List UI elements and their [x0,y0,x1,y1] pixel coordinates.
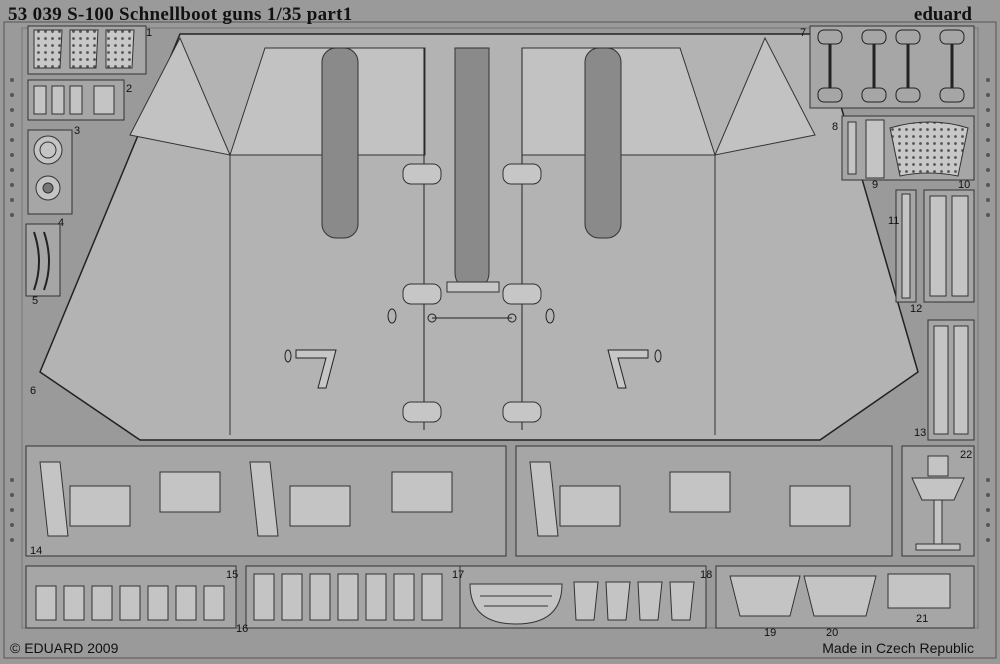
part-17-18 [459,565,707,629]
part-number-22: 22 [960,449,973,461]
part-4-5 [25,223,61,297]
part-number-7: 7 [800,27,807,39]
part-1 [27,25,147,75]
part-14 [25,445,893,557]
part-7 [809,25,975,109]
part-number-18: 18 [700,569,713,581]
part-number-10: 10 [958,179,971,191]
part-11 [895,189,917,303]
part-number-6: 6 [30,385,37,397]
part-number-3: 3 [74,125,81,137]
part-13 [927,319,975,441]
part-number-14: 14 [30,545,43,557]
part-number-15: 15 [226,569,239,581]
part-number-5: 5 [32,295,39,307]
part-19-21 [715,565,975,629]
part-12 [923,189,975,303]
part-number-4: 4 [58,217,65,229]
part-2 [27,79,125,121]
part-3 [27,129,73,215]
part-number-12: 12 [910,303,923,315]
part-8-10 [841,115,975,181]
edge-dots [10,78,990,542]
origin-text: Made in Czech Republic [822,640,974,656]
part-number-19: 19 [764,627,777,639]
part-6-gun-shield [39,33,919,441]
part-number-13: 13 [914,427,927,439]
part-22 [901,445,975,557]
part-number-11: 11 [888,215,900,227]
part-number-20: 20 [826,627,839,639]
copyright-text: © EDUARD 2009 [10,640,119,656]
part-number-2: 2 [126,83,133,95]
part-number-8: 8 [832,121,839,133]
part-number-16: 16 [236,623,249,635]
part-number-17: 17 [452,569,465,581]
part-number-1: 1 [146,27,153,39]
brand-logo: eduard [913,4,972,25]
part-number-21: 21 [916,613,929,625]
part-15-16 [25,565,463,629]
part-number-9: 9 [872,179,879,191]
sheet-title: 53 039 S-100 Schnellboot guns 1/35 part1 [8,4,353,25]
